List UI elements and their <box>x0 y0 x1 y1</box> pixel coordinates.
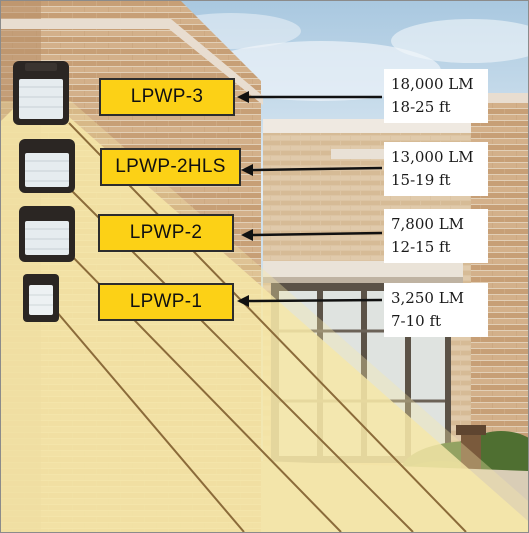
model-label-lpwp-3: LPWP-3 <box>99 78 235 116</box>
model-name: LPWP-2HLS <box>115 156 226 177</box>
lumens-value: 7,800 LM <box>391 215 465 233</box>
wall-pack-fixture-icon <box>19 206 75 262</box>
model-name: LPWP-1 <box>129 291 203 312</box>
mounting-range: 15-19 ft <box>391 171 451 189</box>
spec-box-lpwp-1: 3,250 LM 7-10 ft <box>384 283 488 337</box>
mounting-range: 12-15 ft <box>391 238 451 256</box>
arrow-left-icon <box>241 164 383 176</box>
spec-box-lpwp-2hls: 13,000 LM 15-19 ft <box>384 142 488 196</box>
arrow-left-icon <box>241 229 383 241</box>
mounting-range: 7-10 ft <box>391 312 442 330</box>
wall-pack-fixture-icon <box>23 274 59 322</box>
lumens-value: 13,000 LM <box>391 148 474 166</box>
model-name: LPWP-2 <box>129 222 203 243</box>
lumens-value: 18,000 LM <box>391 75 474 93</box>
wall-pack-fixture-icon <box>13 61 69 125</box>
spec-box-lpwp-3: 18,000 LM 18-25 ft <box>384 69 488 123</box>
model-name: LPWP-3 <box>130 86 204 107</box>
model-label-lpwp-2hls: LPWP-2HLS <box>100 148 241 186</box>
spec-box-lpwp-2: 7,800 LM 12-15 ft <box>384 209 488 263</box>
mounting-range: 18-25 ft <box>391 98 451 116</box>
model-label-lpwp-2: LPWP-2 <box>98 214 234 252</box>
arrow-left-icon <box>237 295 383 307</box>
wall-pack-fixture-icon <box>19 139 75 193</box>
arrow-left-icon <box>237 91 382 103</box>
lumens-value: 3,250 LM <box>391 289 465 307</box>
model-label-lpwp-1: LPWP-1 <box>98 283 234 321</box>
